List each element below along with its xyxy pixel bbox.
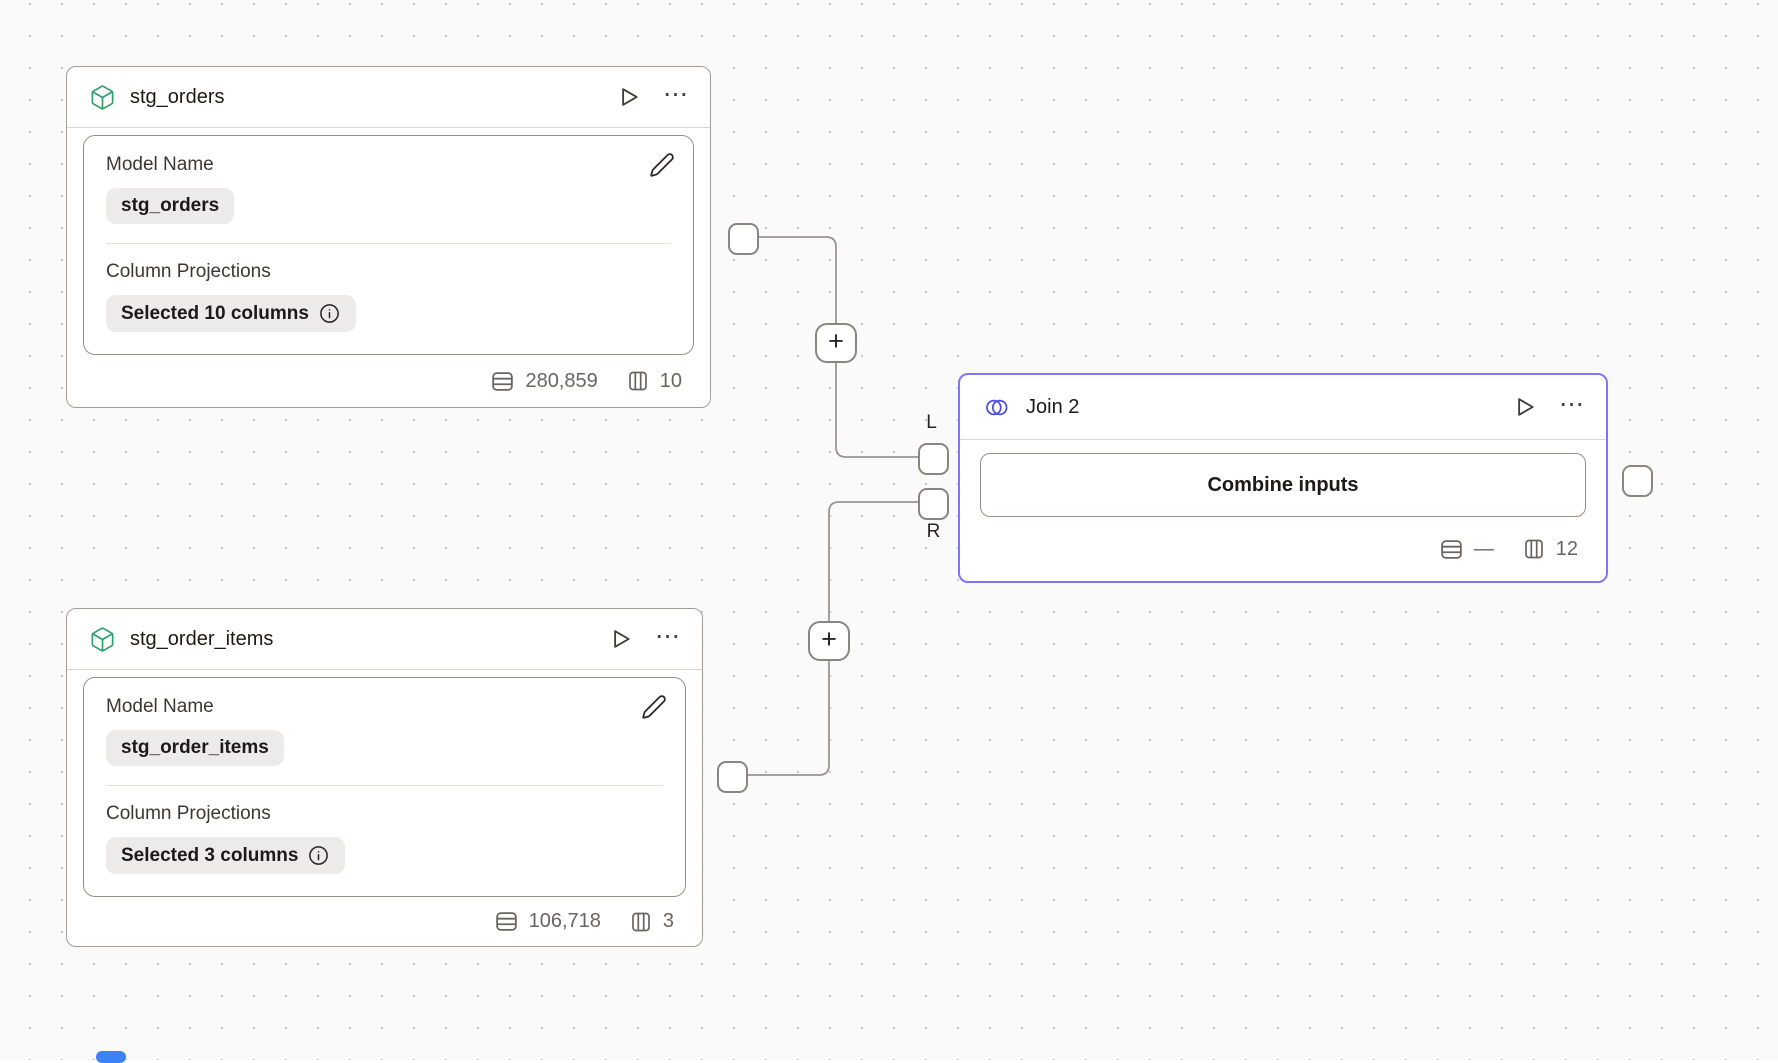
output-port-join[interactable] [1622, 465, 1653, 497]
row-count-stat: — [1439, 537, 1494, 562]
node-title: stg_orders [130, 86, 225, 109]
columns-icon [629, 910, 653, 934]
model-name-chip[interactable]: stg_order_items [106, 730, 284, 766]
rows-icon [1439, 537, 1464, 562]
output-port-stg-orders[interactable] [728, 223, 759, 255]
join-circles-icon [982, 395, 1012, 420]
model-name-label: Model Name [106, 696, 663, 718]
column-projections-chip[interactable]: Selected 3 columns [106, 837, 345, 874]
column-count-stat: 12 [1522, 537, 1578, 561]
rows-icon [490, 369, 515, 394]
input-port-join-left[interactable] [918, 443, 949, 475]
column-projections-chip[interactable]: Selected 10 columns [106, 295, 356, 332]
pencil-icon [641, 694, 667, 720]
play-icon [615, 84, 641, 110]
info-icon[interactable] [307, 844, 330, 867]
row-count-stat: 106,718 [494, 909, 601, 934]
run-node-button[interactable] [615, 84, 641, 110]
node-header[interactable]: Join 2 ⋯ [960, 375, 1606, 440]
pencil-icon [649, 152, 675, 178]
node-stats-footer: 280,859 10 [67, 355, 710, 407]
columns-icon [1522, 537, 1546, 561]
node-config-card: Model Name stg_order_items Column Projec… [83, 677, 686, 897]
add-node-on-edge-button-bottom[interactable]: + [808, 621, 850, 661]
node-header[interactable]: stg_orders ⋯ [67, 67, 710, 128]
column-count-stat: 3 [629, 910, 674, 934]
column-projections-label: Column Projections [106, 803, 663, 825]
columns-icon [626, 369, 650, 393]
edit-model-name-button[interactable] [649, 152, 675, 178]
combine-inputs-button[interactable]: Combine inputs [980, 453, 1586, 517]
input-port-join-right[interactable] [918, 488, 949, 520]
column-projections-label: Column Projections [106, 261, 671, 283]
model-name-chip[interactable]: stg_orders [106, 188, 234, 224]
info-icon[interactable] [318, 302, 341, 325]
run-node-button[interactable] [607, 626, 633, 652]
node-config-card: Model Name stg_orders Column Projections… [83, 135, 694, 355]
node-header[interactable]: stg_order_items ⋯ [67, 609, 702, 670]
divider [106, 785, 663, 786]
model-cube-icon [89, 626, 116, 653]
column-count-value: 10 [660, 370, 682, 393]
node-menu-button[interactable]: ⋯ [1559, 392, 1584, 423]
model-cube-icon [89, 84, 116, 111]
output-port-stg-order-items[interactable] [717, 761, 748, 793]
row-count-value: 280,859 [525, 370, 597, 393]
model-name-label: Model Name [106, 154, 671, 176]
column-count-stat: 10 [626, 369, 682, 393]
row-count-value: 106,718 [529, 910, 601, 933]
node-menu-button[interactable]: ⋯ [655, 624, 680, 655]
row-count-value: — [1474, 538, 1494, 561]
rows-icon [494, 909, 519, 934]
edit-model-name-button[interactable] [641, 694, 667, 720]
node-stg-order-items[interactable]: stg_order_items ⋯ Model Name [66, 608, 703, 947]
play-icon [607, 626, 633, 652]
node-title: Join 2 [1026, 396, 1079, 419]
divider [106, 243, 671, 244]
node-join-2[interactable]: Join 2 ⋯ Combine inputs — [958, 373, 1608, 583]
node-stats-footer: 106,718 3 [67, 897, 702, 946]
right-port-label: R [918, 521, 949, 543]
column-count-value: 12 [1556, 538, 1578, 561]
add-node-on-edge-button-top[interactable]: + [815, 323, 857, 363]
left-port-label: L [916, 412, 947, 434]
node-menu-button[interactable]: ⋯ [663, 82, 688, 113]
column-count-value: 3 [663, 910, 674, 933]
canvas-scroll-indicator[interactable] [96, 1051, 126, 1063]
node-title: stg_order_items [130, 628, 273, 651]
play-icon [1511, 394, 1537, 420]
row-count-stat: 280,859 [490, 369, 597, 394]
run-node-button[interactable] [1511, 394, 1537, 420]
node-stg-orders[interactable]: stg_orders ⋯ Model Name stg [66, 66, 711, 408]
node-stats-footer: — 12 [960, 517, 1606, 581]
